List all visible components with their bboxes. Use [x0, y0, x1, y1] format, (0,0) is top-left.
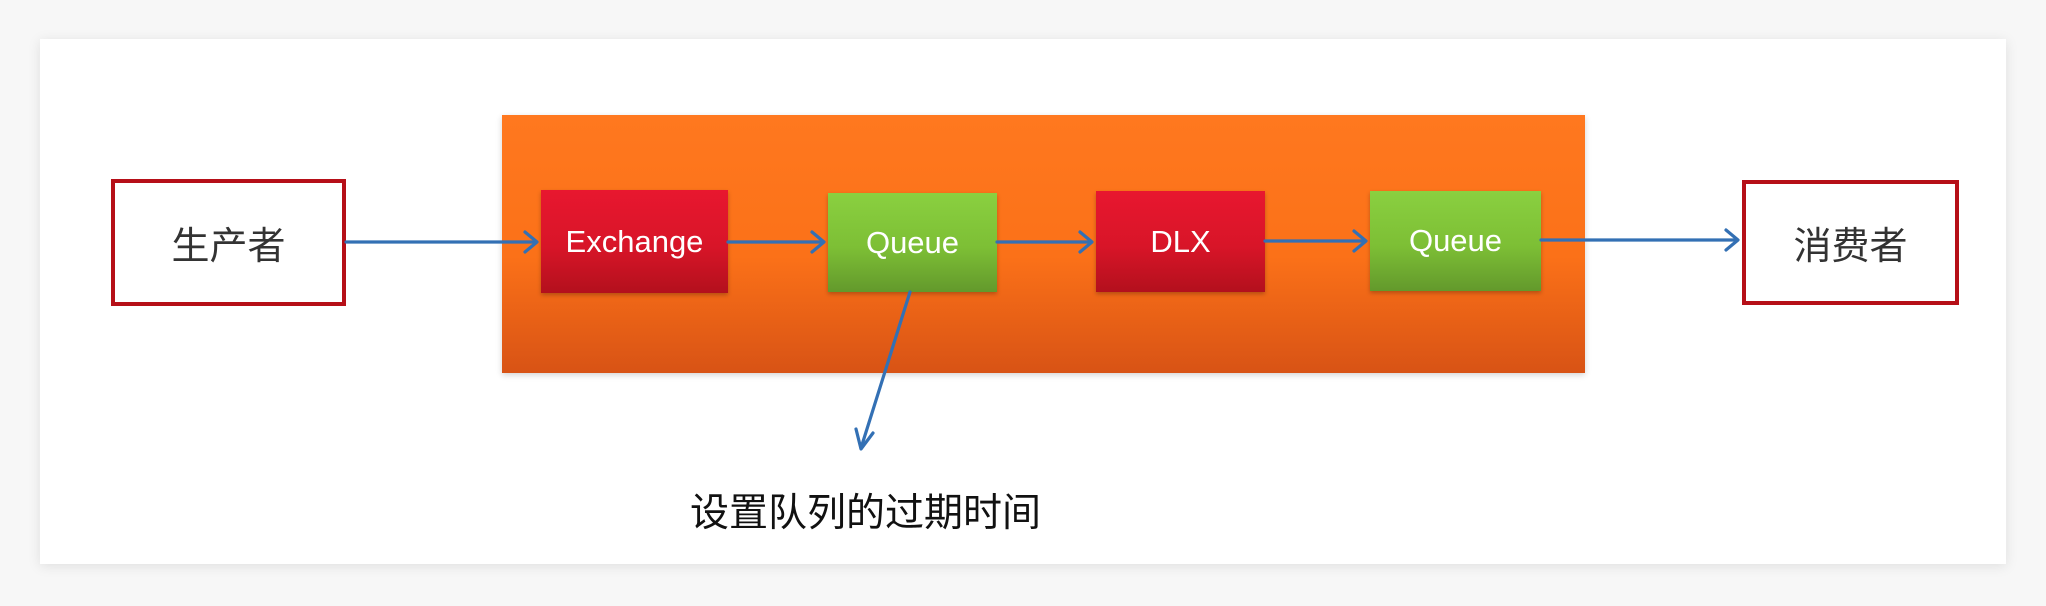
arrowhead-queue-to-dlx [1078, 230, 1094, 254]
queue-primary-label: Queue [865, 224, 960, 260]
ttl-annotation: 设置队列的过期时间 [690, 491, 1042, 536]
arrowhead-queue-to-annotation [854, 427, 875, 451]
arrowhead-queue-to-consumer [1724, 228, 1740, 252]
queue-primary-node: Queue [828, 193, 997, 292]
arrowhead-dlx-to-queue [1352, 229, 1368, 253]
consumer-node: 消费者 [1742, 180, 1959, 305]
arrowhead-producer-to-exchange [523, 230, 539, 254]
producer-label: 生产者 [171, 224, 286, 268]
exchange-node: Exchange [541, 190, 728, 293]
producer-node: 生产者 [111, 179, 346, 306]
queue-dead-letter-label: Queue [1408, 223, 1503, 258]
exchange-label: Exchange [565, 223, 704, 259]
queue-dead-letter-node: Queue [1370, 191, 1541, 291]
dlx-node: DLX [1096, 191, 1265, 292]
arrow-queue-to-annotation [859, 290, 912, 450]
dlx-label: DLX [1150, 223, 1211, 259]
arrowhead-exchange-to-queue [810, 230, 826, 254]
consumer-label: 消费者 [1793, 224, 1908, 268]
